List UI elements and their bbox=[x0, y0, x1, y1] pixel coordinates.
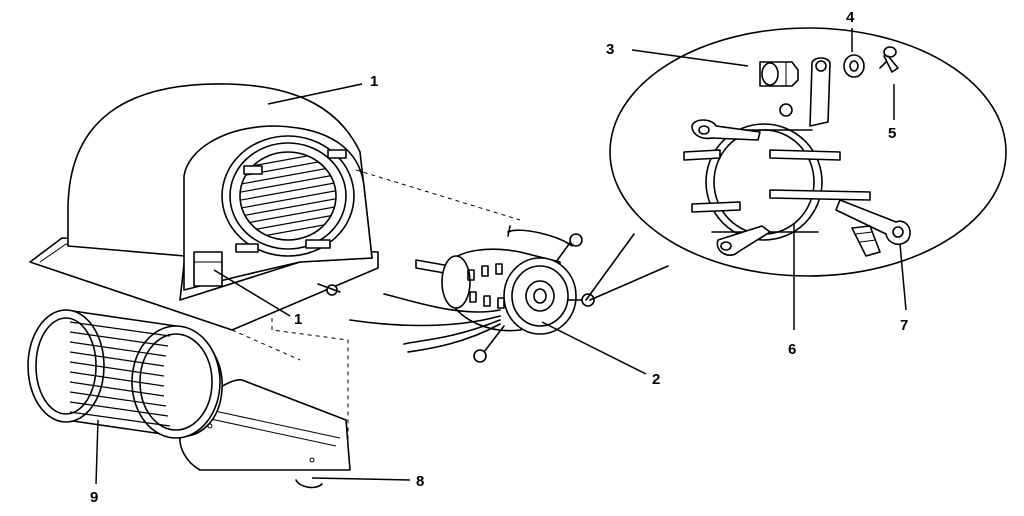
grommet bbox=[759, 61, 799, 87]
callout-labels: 1 1 2 3 4 5 6 7 8 9 bbox=[90, 9, 908, 506]
motor-mount-arm bbox=[835, 199, 911, 246]
callout-9: 9 bbox=[90, 489, 98, 506]
callout-7: 7 bbox=[900, 317, 908, 334]
callout-3: 3 bbox=[606, 41, 614, 58]
callout-5: 5 bbox=[888, 125, 896, 142]
blower-wheel bbox=[27, 309, 223, 439]
leader-lines bbox=[95, 28, 907, 485]
clip bbox=[879, 46, 899, 73]
callout-6: 6 bbox=[788, 341, 796, 358]
callout-2: 2 bbox=[652, 371, 660, 388]
motor-mount-detail bbox=[683, 46, 911, 257]
blower-housing bbox=[29, 83, 379, 331]
washer bbox=[843, 54, 865, 78]
detail-bubble bbox=[585, 27, 1007, 301]
callout-1-housing: 1 bbox=[370, 73, 378, 90]
callout-1-bracket: 1 bbox=[294, 311, 302, 328]
wheel-blades bbox=[69, 321, 171, 427]
blower-motor bbox=[349, 225, 595, 363]
callout-4: 4 bbox=[846, 9, 855, 26]
callout-8: 8 bbox=[416, 473, 424, 490]
motor-band bbox=[705, 123, 823, 241]
